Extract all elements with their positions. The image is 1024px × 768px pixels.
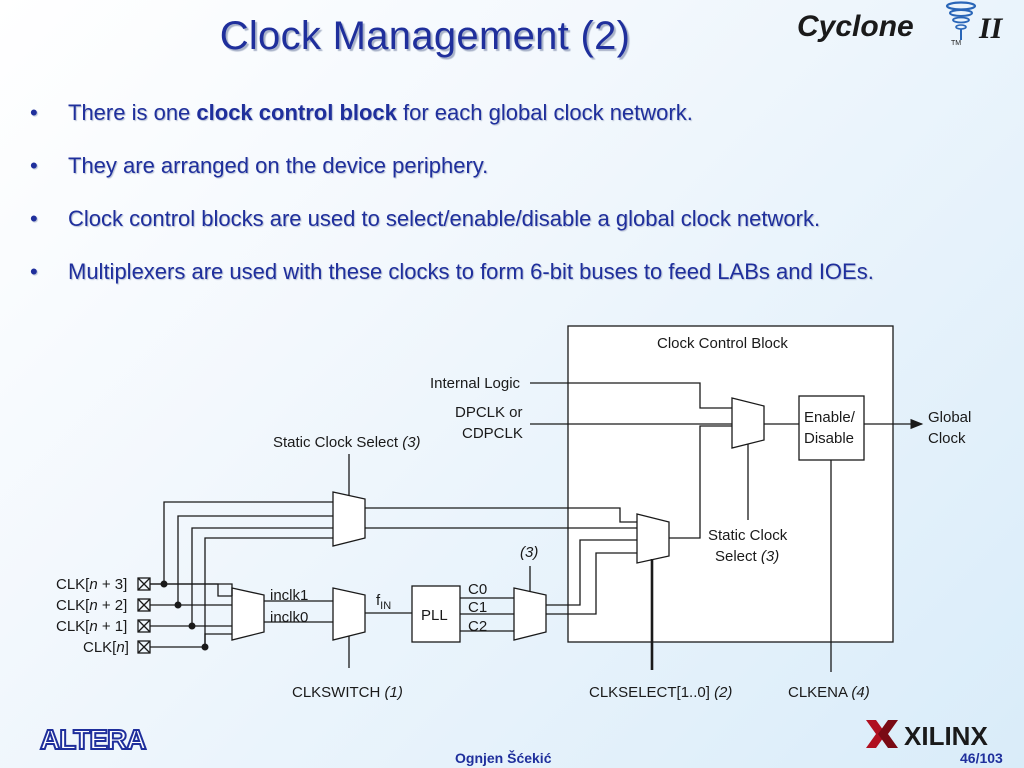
bullet-item: • Clock control blocks are used to select… <box>30 206 1020 232</box>
bullet-item: • Multiplexers are used with these clocks… <box>30 259 1020 285</box>
altera-logo-text: ALTERA <box>40 724 146 754</box>
clkswitch-label: CLKSWITCH (1) <box>292 684 403 701</box>
xilinx-logo: XILINX <box>866 720 988 751</box>
internal-select-mux <box>731 397 765 449</box>
clock-label: Clock <box>928 430 966 447</box>
clk-n-label: CLK[n] <box>83 639 129 656</box>
cyclone-swirl-icon <box>945 1 977 40</box>
clkswitch-mux <box>332 587 366 641</box>
bullet-dot: • <box>30 259 38 284</box>
clk-input-pins <box>137 577 151 654</box>
bullet-text: Multiplexers are used with these clocks … <box>68 259 874 284</box>
bullet-item: • They are arranged on the device periphe… <box>30 153 1020 179</box>
c1-label: C1 <box>468 599 487 616</box>
bullet-dot: • <box>30 100 38 125</box>
clock-control-block-label: Clock Control Block <box>657 335 788 352</box>
bullet-dot: • <box>30 206 38 231</box>
dpclk-label: DPCLK or <box>455 404 523 421</box>
c2-label: C2 <box>468 618 487 635</box>
bullet-text: They are arranged on the device peripher… <box>68 153 489 178</box>
junction-dots <box>160 580 209 651</box>
cyclone-logo-tm: TM <box>951 40 961 47</box>
static-clock-select-mux <box>332 491 366 547</box>
cdpclk-label: CDPCLK <box>462 425 523 442</box>
static-clock-select-inner-label-2: Select (3) <box>715 548 779 565</box>
pll-output-mux <box>513 587 547 641</box>
cyclone-logo-text: Cyclone <box>797 10 914 43</box>
inclk1-label: inclk1 <box>270 587 308 604</box>
cyclone-logo-numeral: II <box>978 12 1004 45</box>
bullet-list: • There is one clock control block for ea… <box>30 100 1020 312</box>
xilinx-x-icon <box>866 720 898 748</box>
bullet-bold-text: clock control block <box>196 100 397 125</box>
slide-title: Clock Management (2) <box>219 14 631 58</box>
clk-n3-label: CLK[n + 3] <box>56 576 127 593</box>
bullet-text: for each global clock network. <box>396 100 693 125</box>
clkena-label: CLKENA (4) <box>788 684 870 701</box>
xilinx-logo-text: XILINX <box>904 721 988 751</box>
enable-disable-box <box>798 395 865 461</box>
pll-box <box>411 585 461 643</box>
enable-label: Enable/ <box>804 409 856 426</box>
fin-label: fIN <box>376 592 391 612</box>
bullet-dot: • <box>30 153 38 178</box>
mux-note-label: (3) <box>520 544 538 561</box>
cyclone-ii-logo: Cyclone II TM <box>797 1 1004 47</box>
altera-logo: ALTERA <box>39 723 148 754</box>
static-clock-select-label: Static Clock Select (3) <box>273 434 421 451</box>
disable-label: Disable <box>804 430 854 447</box>
inclk0-label: inclk0 <box>270 609 308 626</box>
pll-label: PLL <box>421 607 448 624</box>
bullet-item: • There is one clock control block for ea… <box>30 100 1020 126</box>
static-clock-select-inner-label: Static Clock <box>708 527 788 544</box>
clk-n1-label: CLK[n + 1] <box>56 618 127 635</box>
clk-n2-label: CLK[n + 2] <box>56 597 127 614</box>
bullet-text: There is one <box>68 100 197 125</box>
footer-page-number: 46/103 <box>960 750 1003 766</box>
internal-logic-label: Internal Logic <box>430 375 521 392</box>
input-mux <box>231 587 265 641</box>
footer-author: Ognjen Šćekić <box>455 750 552 766</box>
global-label: Global <box>928 409 971 426</box>
bullet-text: Clock control blocks are used to select/… <box>68 206 821 231</box>
clock-control-block-frame <box>567 325 894 643</box>
clkselect-label: CLKSELECT[1..0] (2) <box>589 684 732 701</box>
c0-label: C0 <box>468 581 487 598</box>
clkselect-mux <box>636 513 670 564</box>
